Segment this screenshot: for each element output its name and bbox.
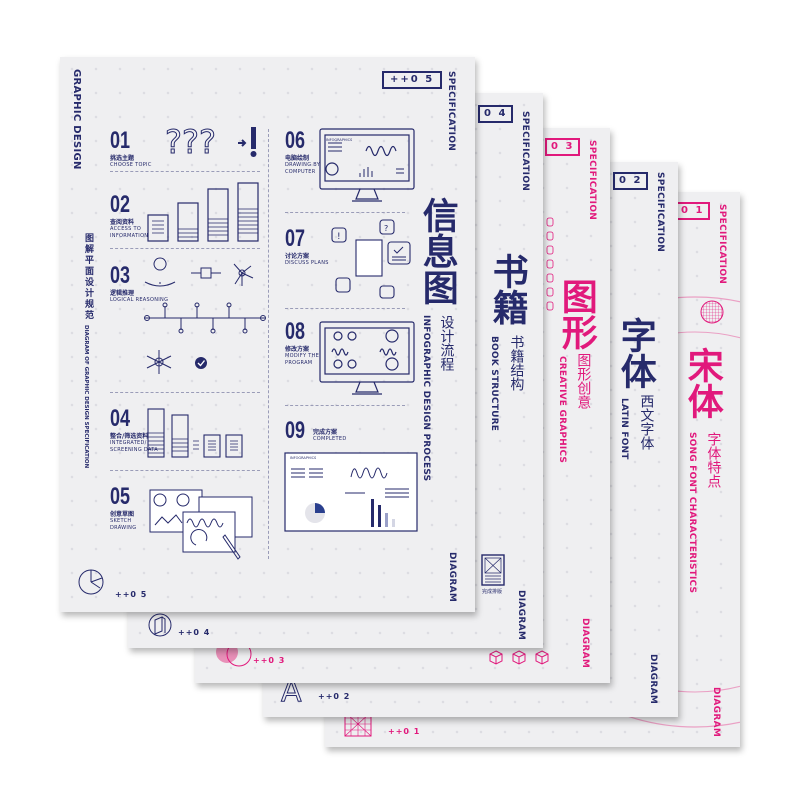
step-zh: 创意草图 bbox=[110, 511, 135, 518]
layout-page-icon bbox=[481, 554, 505, 586]
diagram-label: DIAGRAM bbox=[711, 687, 721, 738]
poster-tag: ++0 1 bbox=[388, 727, 421, 736]
poster-english: SONG FONT CHARACTERISTICS bbox=[687, 432, 697, 594]
step-03: 03 逻辑推理 LOGICAL REASONING bbox=[110, 264, 168, 304]
svg-text:???: ??? bbox=[165, 123, 216, 161]
poster-subtitle: 西文字体 bbox=[638, 394, 655, 450]
diagram-label: DIAGRAM bbox=[580, 618, 590, 669]
poster-title: 书籍 bbox=[486, 253, 528, 325]
icon-caption: 完成排版 bbox=[482, 589, 503, 595]
step-en: MODIFY THE PROGRAM bbox=[285, 353, 320, 366]
modify-monitor-icon bbox=[319, 321, 415, 395]
sketch-drawing-icon bbox=[149, 489, 253, 560]
poster-tag: ++0 5 bbox=[115, 590, 148, 599]
completed-infographic-icon bbox=[284, 452, 418, 532]
poster-subtitle: 字体特点 bbox=[705, 432, 722, 488]
screen-label: INFOGRAPHICS bbox=[290, 456, 317, 460]
pie-chart-icon bbox=[78, 569, 104, 595]
diagram-label: DIAGRAM bbox=[447, 552, 457, 603]
step-number: 05 bbox=[110, 483, 131, 510]
specification-label: SPECIFICATION bbox=[520, 111, 530, 192]
poster-05: GRAPHIC DESIGN 图解平面设计规范 DIAGRAM OF GRAPH… bbox=[60, 57, 475, 612]
step-zh: 讨论方案 bbox=[285, 253, 310, 260]
side-english-title: DIAGRAM OF GRAPHIC DESIGN SPECIFICATION bbox=[83, 325, 89, 469]
poster-code-box: 0 2 bbox=[613, 172, 649, 190]
step-number: 02 bbox=[110, 191, 131, 218]
step-number: 09 bbox=[285, 417, 306, 444]
poster-subtitle: 书籍结构 bbox=[508, 335, 525, 391]
side-chinese-title: 图解平面设计规范 bbox=[83, 233, 93, 321]
poster-code-box: 0 3 bbox=[545, 138, 581, 156]
step-en: INTEGRATED/ SCREENING DATA bbox=[110, 440, 158, 453]
step-zh: 挑选主题 bbox=[110, 155, 135, 162]
poster-english: LATIN FONT bbox=[619, 398, 629, 460]
step-en: DISCUSS PLANS bbox=[285, 260, 329, 266]
grid-circle-icon bbox=[700, 300, 724, 324]
step-01: 01 挑选主题 CHOOSE TOPIC bbox=[110, 129, 152, 169]
logic-network-icon bbox=[144, 257, 266, 374]
screen-label: INFOGRAPHICS bbox=[326, 138, 353, 142]
side-title: GRAPHIC DESIGN bbox=[71, 69, 82, 170]
computer-monitor-icon bbox=[319, 128, 415, 202]
poster-code-box: 0 4 bbox=[478, 105, 514, 123]
integrate-data-icon bbox=[147, 408, 243, 458]
poster-title: 宋体 bbox=[681, 347, 723, 419]
step-number: 06 bbox=[285, 127, 306, 154]
rounded-squares-decoration bbox=[546, 217, 554, 311]
diagram-label: DIAGRAM bbox=[648, 654, 658, 705]
poster-subtitle: 图形创意 bbox=[575, 353, 592, 409]
diagram-label: DIAGRAM bbox=[516, 590, 526, 641]
poster-english: BOOK STRUCTURE bbox=[489, 336, 499, 432]
data-bars-icon bbox=[147, 182, 259, 242]
step-number: 07 bbox=[285, 225, 306, 252]
step-08: 08 修改方案 MODIFY THE PROGRAM bbox=[285, 320, 335, 367]
book-circle-icon bbox=[148, 613, 172, 637]
step-04: 04 整合/筛选资料 INTEGRATED/ SCREENING DATA bbox=[110, 407, 170, 454]
step-07: 07 讨论方案 DISCUSS PLANS bbox=[285, 227, 329, 267]
step-en: CHOOSE TOPIC bbox=[110, 162, 152, 168]
step-number: 08 bbox=[285, 318, 306, 345]
poster-tag: ++0 3 bbox=[253, 656, 286, 665]
step-number: 04 bbox=[110, 405, 131, 432]
svg-text:!: ! bbox=[337, 232, 341, 242]
specification-label: SPECIFICATION bbox=[587, 140, 597, 221]
poster-title: 字体 bbox=[614, 317, 656, 389]
step-zh: 逻辑推理 bbox=[110, 290, 135, 297]
step-05: 05 创意草图 SKETCH DRAWING bbox=[110, 485, 146, 532]
step-en: SKETCH DRAWING bbox=[110, 518, 137, 531]
step-zh: 电脑绘制 bbox=[285, 155, 310, 162]
poster-title: 图形 bbox=[555, 278, 597, 350]
step-06: 06 电脑绘制 DRAWING BY COMPUTER bbox=[285, 129, 341, 176]
svg-text:?: ? bbox=[384, 224, 388, 233]
step-zh: 完成方案 bbox=[313, 429, 338, 436]
column-divider bbox=[268, 129, 269, 559]
poster-english: CREATIVE GRAPHICS bbox=[557, 356, 567, 464]
specification-label: SPECIFICATION bbox=[717, 204, 727, 285]
poster-title: 信息图 bbox=[416, 197, 458, 305]
step-en: ACCESS TO INFORMATION bbox=[110, 226, 149, 239]
poster-tag: ++0 4 bbox=[178, 628, 211, 637]
cube-icons bbox=[489, 650, 549, 665]
poster-english: INFOGRAPHIC DESIGN PROCESS bbox=[421, 315, 431, 482]
step-02: 02 查阅资料 ACCESS TO INFORMATION bbox=[110, 193, 172, 240]
specification-label: SPECIFICATION bbox=[446, 71, 456, 152]
step-zh: 整合/筛选资料 bbox=[110, 433, 149, 440]
step-en: LOGICAL REASONING bbox=[110, 297, 169, 303]
step-zh: 查阅资料 bbox=[110, 219, 135, 226]
question-marks-icon: ??? bbox=[165, 123, 257, 162]
step-en: DRAWING BY COMPUTER bbox=[285, 162, 321, 175]
step-number: 03 bbox=[110, 262, 131, 289]
step-zh: 修改方案 bbox=[285, 346, 310, 353]
poster-tag: ++0 2 bbox=[318, 692, 351, 701]
discussion-icon: !? bbox=[331, 219, 411, 299]
step-number: 01 bbox=[110, 127, 131, 154]
specification-label: SPECIFICATION bbox=[655, 172, 665, 253]
poster-code-box: ++0 5 bbox=[382, 71, 443, 89]
poster-subtitle: 设计流程 bbox=[438, 315, 455, 371]
step-en: COMPLETED bbox=[313, 436, 347, 442]
